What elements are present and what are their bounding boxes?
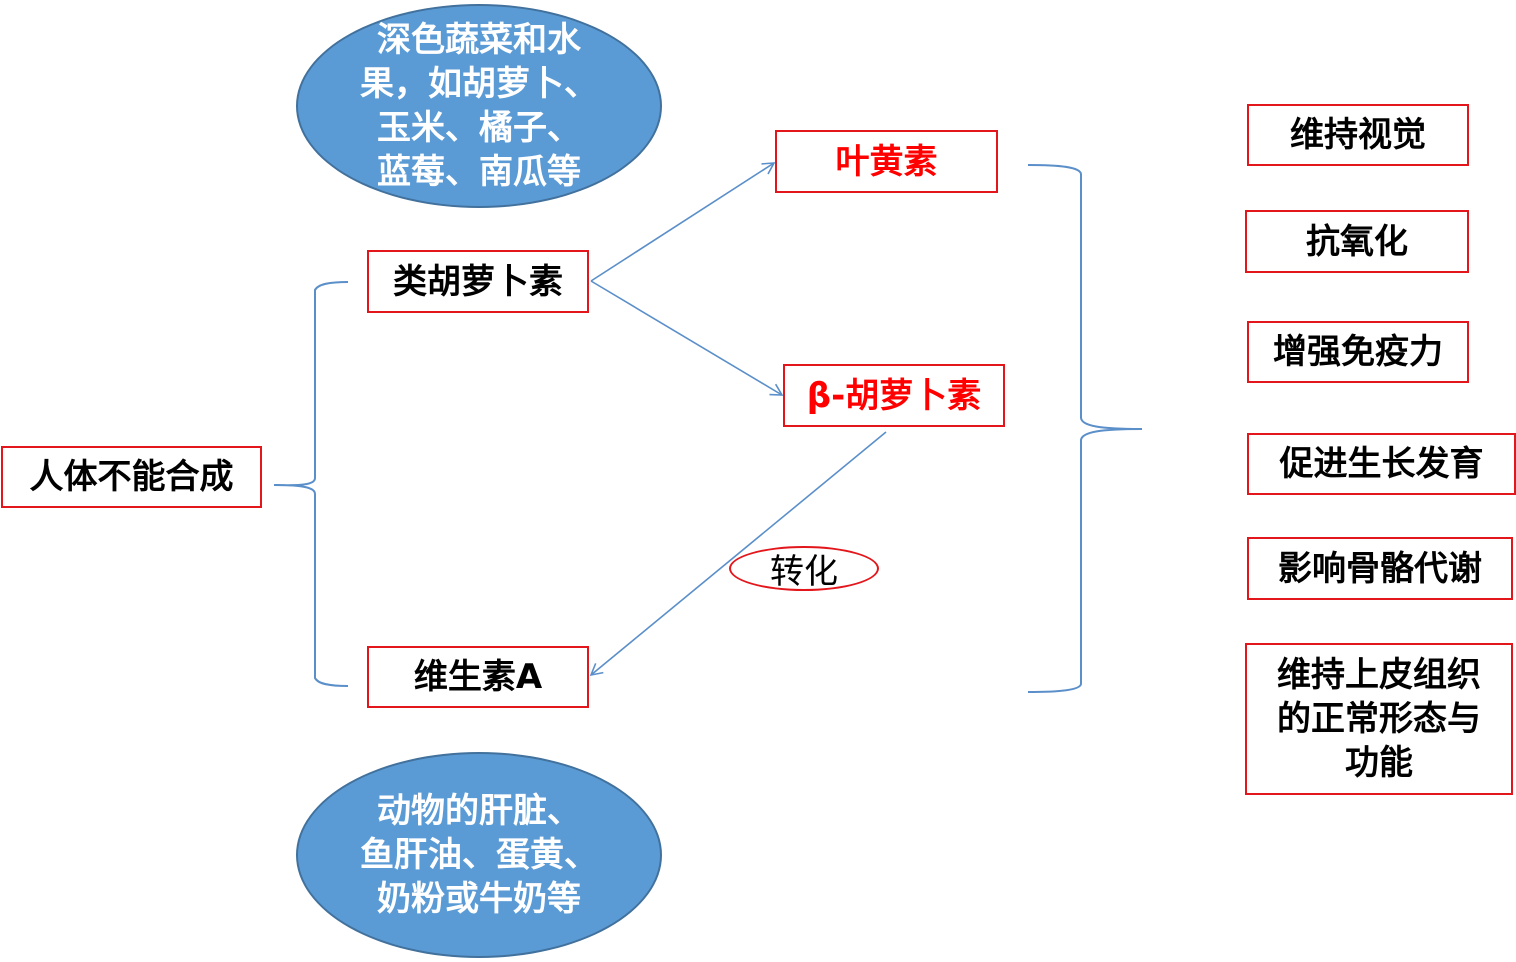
function-label: 促进生长发育	[1279, 444, 1484, 484]
arrow-to-vitamin-a	[589, 431, 887, 677]
animal-sources-text: 动物的肝脏、 鱼肝油、蛋黄、 奶粉或牛奶等	[360, 791, 598, 919]
beta-carotene-box: β-胡萝卜素	[783, 364, 1005, 427]
function-box-growth: 促进生长发育	[1247, 433, 1516, 495]
vitamin-a-box: 维生素A	[367, 646, 589, 708]
function-box-vision: 维持视觉	[1247, 104, 1469, 166]
lutein-box: 叶黄素	[775, 130, 998, 193]
function-box-immunity: 增强免疫力	[1247, 321, 1469, 383]
carotenoid-box: 类胡萝卜素	[367, 250, 589, 313]
arrow-to-lutein	[590, 162, 776, 282]
right-brace	[1027, 164, 1143, 693]
function-label: 抗氧化	[1306, 221, 1408, 262]
function-label: 增强免疫力	[1273, 332, 1443, 372]
plant-sources-text: 深色蔬菜和水 果，如胡萝卜、 玉米、橘子、 蓝莓、南瓜等	[360, 20, 598, 192]
function-label: 影响骨骼代谢	[1278, 548, 1482, 589]
conversion-label: 转化	[770, 552, 838, 592]
function-box-epithelium: 维持上皮组织 的正常形态与 功能	[1245, 643, 1513, 795]
root-box: 人体不能合成	[1, 446, 262, 508]
function-box-antioxidant: 抗氧化	[1245, 210, 1469, 273]
lutein-label: 叶黄素	[835, 141, 938, 182]
arrow-to-beta-carotene	[590, 280, 784, 396]
animal-sources-ellipse: 动物的肝脏、 鱼肝油、蛋黄、 奶粉或牛奶等	[296, 752, 662, 958]
beta-carotene-label: β-胡萝卜素	[806, 375, 982, 416]
carotenoid-label: 类胡萝卜素	[393, 261, 563, 302]
function-label: 维持上皮组织 的正常形态与 功能	[1277, 655, 1481, 783]
function-label: 维持视觉	[1290, 115, 1426, 155]
root-label: 人体不能合成	[29, 457, 234, 497]
left-brace	[273, 281, 349, 687]
plant-sources-ellipse: 深色蔬菜和水 果，如胡萝卜、 玉米、橘子、 蓝莓、南瓜等	[296, 4, 662, 208]
function-box-bone-metabolism: 影响骨骼代谢	[1247, 537, 1513, 600]
vitamin-a-label: 维生素A	[413, 657, 543, 697]
conversion-ellipse: 转化	[729, 546, 879, 592]
